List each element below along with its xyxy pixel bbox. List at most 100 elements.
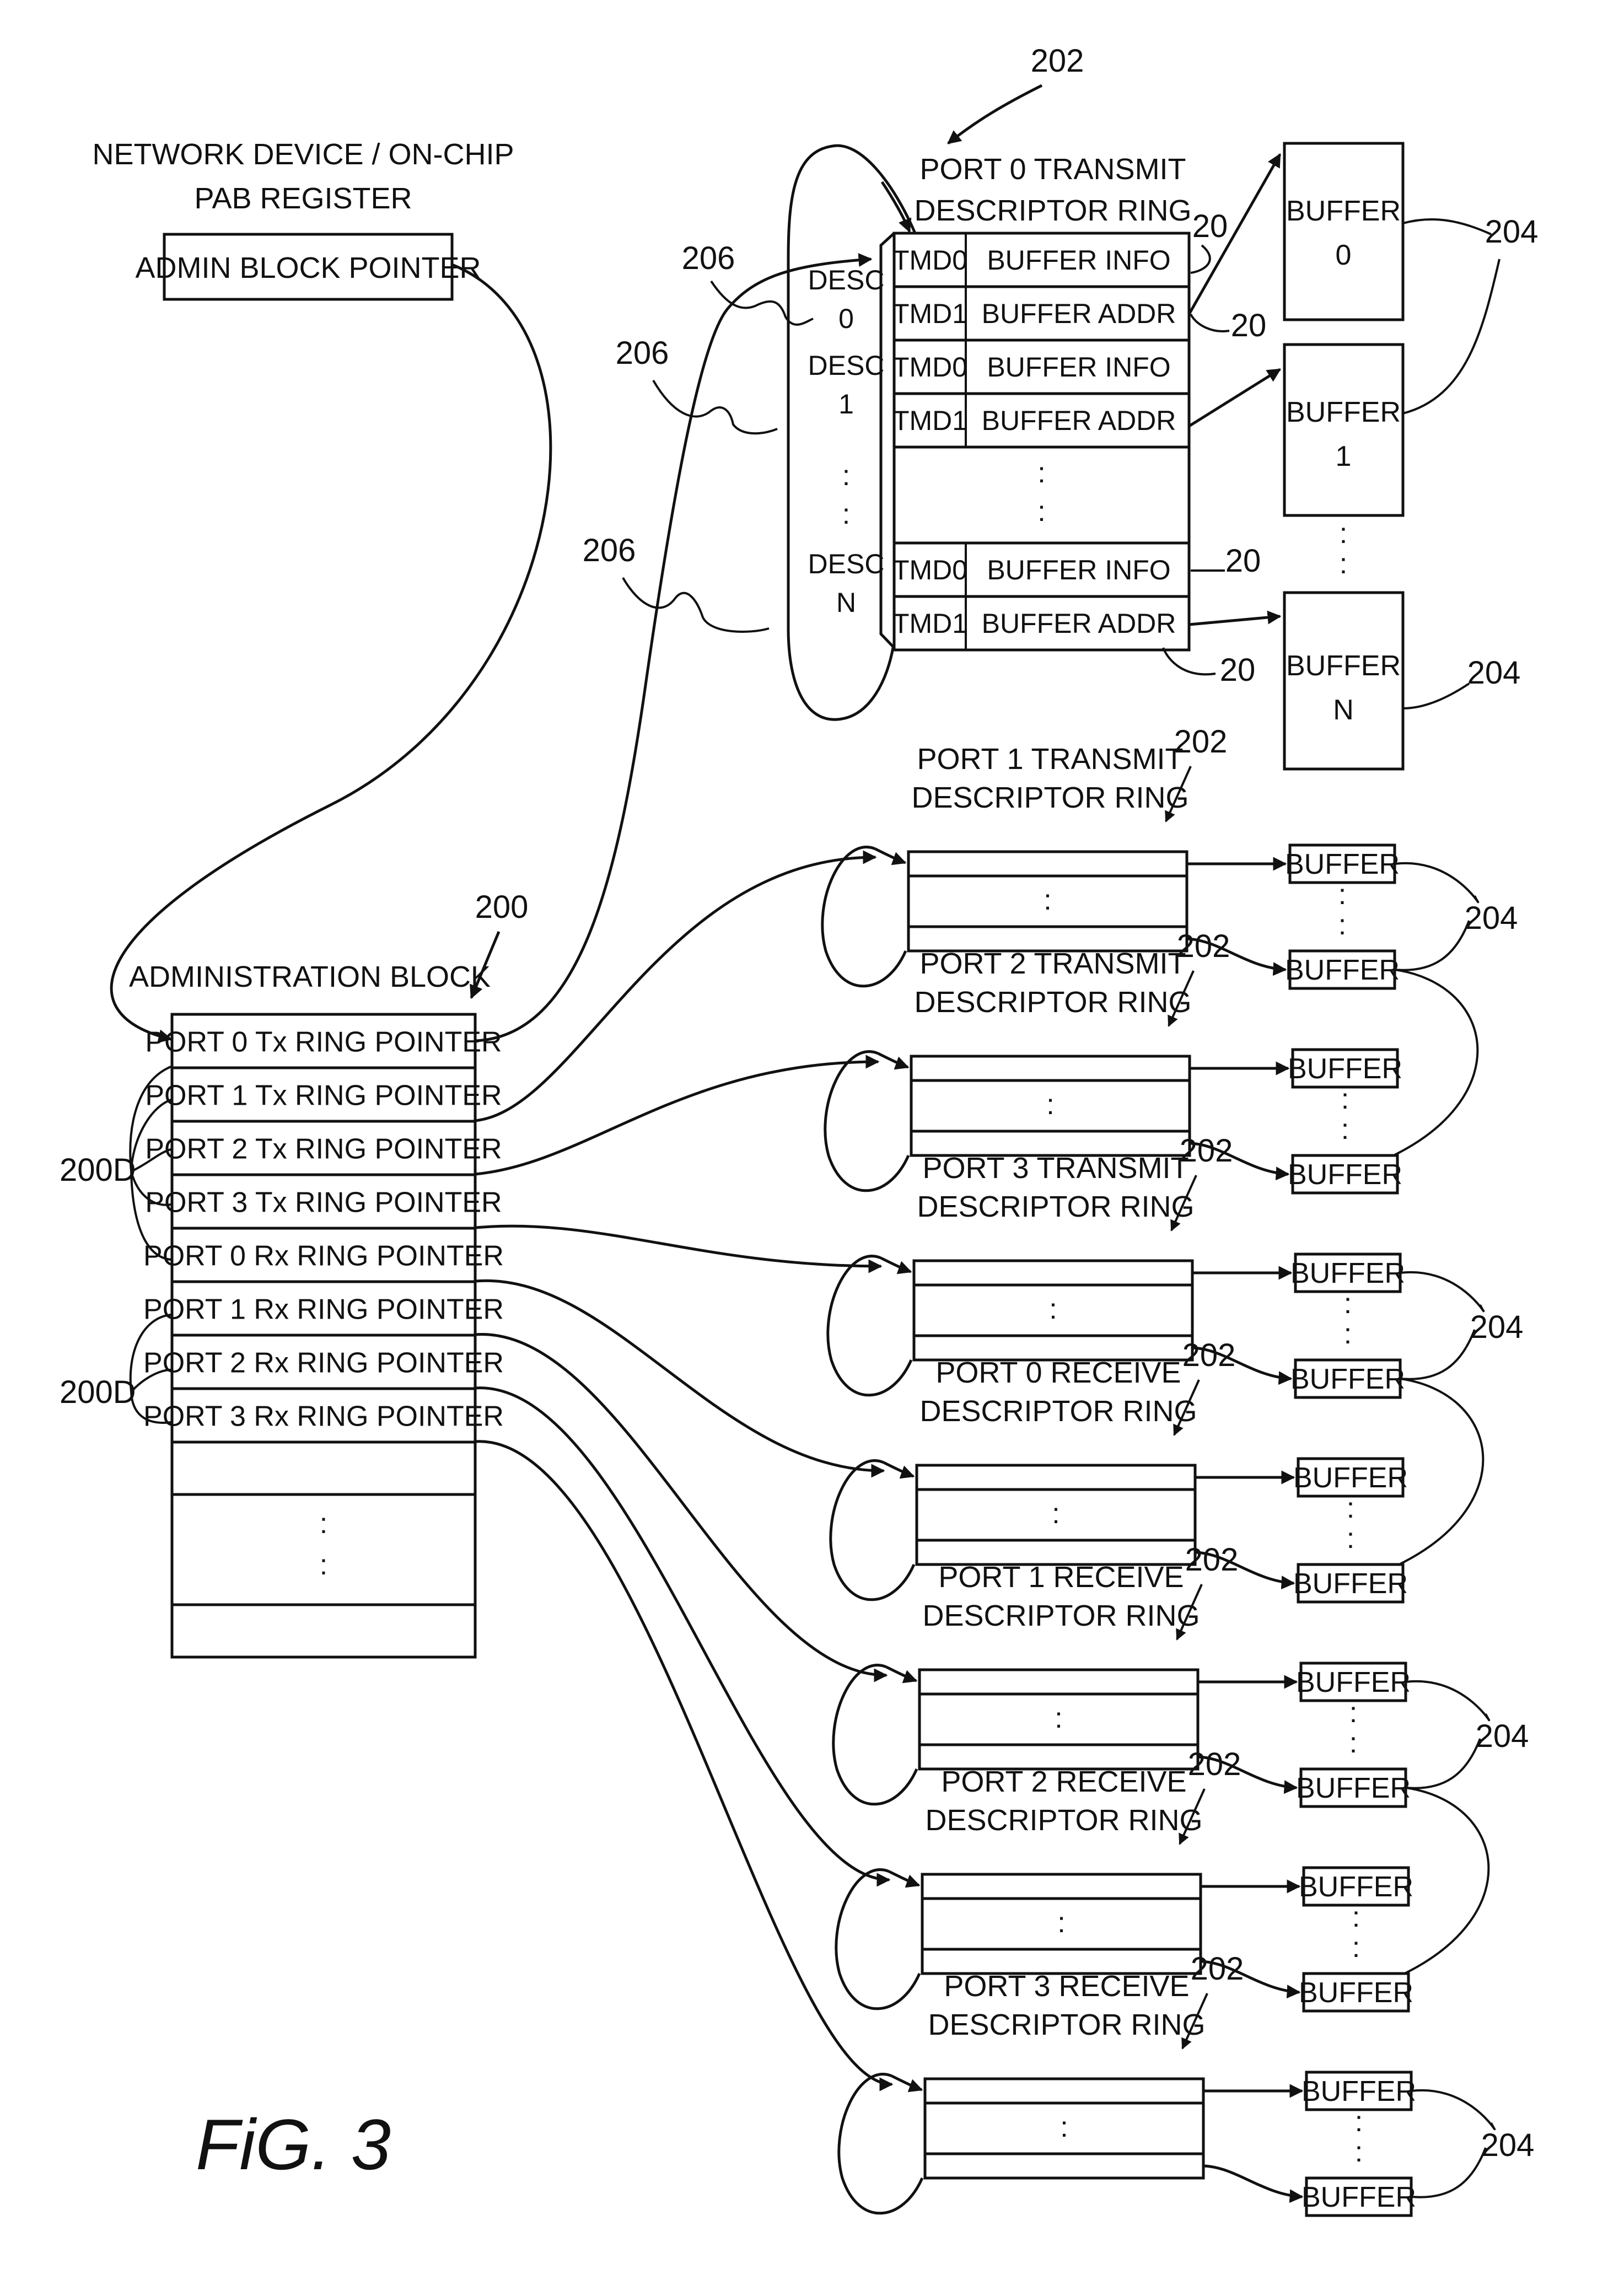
- top-ring-dots-row: [892, 445, 1191, 545]
- bracket-d1-d: [130, 1171, 171, 1206]
- ring-0-row-dots: [907, 874, 1188, 928]
- ring-5-row-bottom: [921, 1948, 1202, 1975]
- ring-6-buffer-last: [1305, 2176, 1413, 2217]
- ring-0-buffer-last: [1288, 949, 1396, 990]
- ref-206-a-leader: [710, 280, 814, 326]
- ring-5-dots: :: [1057, 1907, 1065, 1939]
- ring-0-loop: [821, 846, 907, 988]
- top-ring-ref-leader: [947, 84, 1043, 144]
- ring-0-ref-204: 204: [1465, 900, 1518, 936]
- top-buffer-1-l1: BUFFER: [1286, 396, 1401, 428]
- ring-3-buffer-dots-1: :: [1347, 1492, 1354, 1524]
- ring-4-buffer-last-label: BUFFER: [1296, 1772, 1411, 1804]
- ring-2-buffer-first-label: BUFFER: [1290, 1257, 1405, 1289]
- ring-1-buffer-dots-1: :: [1341, 1083, 1349, 1115]
- top-ring-tmd-2: TMD0: [892, 352, 967, 383]
- desc-label-1-a: DESC: [808, 350, 885, 381]
- ring-2-to-buffer-last: [1192, 1346, 1293, 1385]
- admin-pointer-link: [110, 263, 552, 1043]
- ring-3-loop-arrow: [883, 1461, 915, 1479]
- ring-3-title-2: DESCRIPTOR RING: [919, 1395, 1197, 1428]
- ring-6-to-buffer-last: [1203, 2164, 1304, 2203]
- admin-row-label-0: PORT 0 Tx RING POINTER: [145, 1026, 502, 1058]
- admin-ref-d2: 200D: [60, 1374, 136, 1410]
- ring-0-to-buffer-last: [1186, 937, 1287, 976]
- ring-0-buffer-last-label: BUFFER: [1285, 954, 1400, 986]
- top-ref-204-b: 204: [1467, 655, 1521, 691]
- ref-20-c: 20: [1225, 543, 1261, 579]
- admin-empty-row: [170, 1440, 477, 1496]
- ring-3-dots: :: [1052, 1498, 1060, 1530]
- ring-4-buffer-first: [1299, 1661, 1407, 1702]
- admin-block-pointer-box: [163, 233, 454, 301]
- top-ring-tmd-3: TMD1: [892, 405, 967, 436]
- top-ring-title-1: PORT 0 TRANSMIT: [919, 153, 1186, 186]
- ring-3-loop: [829, 1459, 916, 1601]
- ref-206-a: 206: [682, 240, 735, 276]
- ring-1-buffer-dots-2: :: [1341, 1114, 1349, 1146]
- ring-0-title-1: PORT 1 TRANSMIT: [917, 743, 1183, 776]
- header-line-1: NETWORK DEVICE / ON-CHIP: [92, 138, 514, 171]
- top-buffer-dots-2: :: [1340, 548, 1347, 580]
- top-ref-204-a-leader-1: [1402, 218, 1492, 235]
- ring-2-ref-204-leader-b: [1400, 1329, 1476, 1380]
- top-ring-loop: [787, 144, 917, 721]
- desc-label-1-b: 1: [838, 389, 854, 420]
- desc-label-2-b: N: [836, 587, 856, 618]
- ring-6-dots: :: [1060, 2111, 1068, 2143]
- ring-2-ref: 202: [1180, 1133, 1233, 1169]
- ref-20-a-leader: [1190, 244, 1211, 274]
- top-buffer-n-l1: BUFFER: [1286, 650, 1401, 682]
- ring-4-ref-204: 204: [1476, 1718, 1529, 1754]
- ring-4-ref-204-leader-a: [1405, 1680, 1491, 1722]
- ring-6-ref-204: 204: [1481, 2127, 1535, 2163]
- ring-2-buffer-dots-1: :: [1344, 1288, 1352, 1320]
- top-ring-ref: 202: [1031, 43, 1084, 79]
- ring-4-title-1: PORT 1 RECEIVE: [938, 1561, 1184, 1594]
- ring-6-buffer-dots-2: :: [1355, 2136, 1363, 2168]
- ring-1-row-dots: [910, 1079, 1191, 1133]
- ring-6-loop-arrow: [891, 2074, 923, 2093]
- desc-dots-1: :: [842, 460, 850, 492]
- ring-5-title-2: DESCRIPTOR RING: [925, 1804, 1202, 1837]
- ring-6-buffer-first: [1305, 2071, 1413, 2111]
- admin-row-label-4: PORT 0 Rx RING POINTER: [143, 1240, 504, 1272]
- ref-20-b: 20: [1231, 308, 1267, 343]
- ring-5-loop: [835, 1868, 921, 2010]
- ring-1-title-1: PORT 2 TRANSMIT: [919, 947, 1186, 980]
- top-ring-tmd-0: TMD0: [892, 245, 967, 276]
- top-ring-row: [892, 392, 1191, 449]
- ring-0-ref-204-leader-a: [1394, 862, 1480, 904]
- ring-6-ref-204-leader-a: [1411, 2089, 1496, 2131]
- ring-4-buffer-link: [1405, 1787, 1490, 1974]
- ring-3-ref: 202: [1182, 1337, 1236, 1373]
- ring-1-to-buffer-last: [1189, 1142, 1290, 1181]
- top-ref-204-b-leader: [1402, 682, 1470, 709]
- ring-2-loop-arrow: [880, 1256, 912, 1275]
- bracket-d2-a: [129, 1314, 171, 1392]
- admin-last-row: [170, 1603, 477, 1659]
- ring-0-buffer-link: [1394, 969, 1479, 1156]
- ref-206-c-leader: [622, 577, 770, 633]
- ring-6-ref-204-leader-b: [1411, 2147, 1487, 2198]
- top-ring-row: [892, 595, 1191, 652]
- top-buffer-0-l2: 0: [1336, 239, 1352, 271]
- ring-5-buffer-last-label: BUFFER: [1299, 1977, 1413, 2009]
- top-buffer-n: [1283, 591, 1405, 771]
- ref-206-b-leader: [652, 379, 778, 435]
- ring-2-buffer-dots-2: :: [1344, 1318, 1352, 1350]
- ref-206-c: 206: [583, 533, 636, 568]
- ring-6-row-top: [923, 2077, 1205, 2105]
- ring-1-title-2: DESCRIPTOR RING: [914, 986, 1191, 1019]
- top-ring-field-4: BUFFER INFO: [987, 555, 1170, 585]
- ring-2-buffer-last: [1294, 1358, 1402, 1399]
- ring-4-ref-leader: [1176, 1584, 1203, 1641]
- ring-6-buffer-first-label: BUFFER: [1302, 2075, 1416, 2107]
- top-ring-row: [892, 541, 1191, 598]
- ring-1-dots: :: [1046, 1089, 1054, 1121]
- ring-5-ref-leader: [1179, 1788, 1206, 1845]
- ring-0-ref-204-leader-b: [1394, 920, 1470, 971]
